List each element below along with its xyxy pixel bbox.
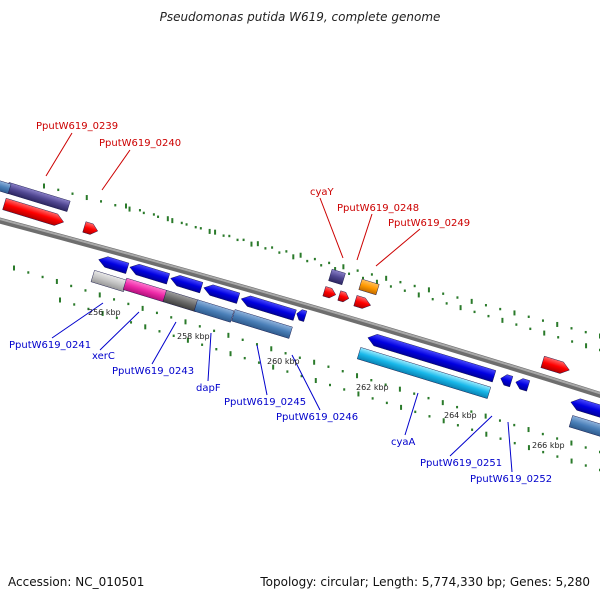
gene-label-PputW619_0251[interactable]: PputW619_0251 — [420, 458, 502, 469]
gene-label-xerC[interactable]: xerC — [92, 351, 115, 362]
gene-PputW619_0252[interactable] — [514, 377, 531, 392]
gene-rev-b[interactable] — [128, 262, 170, 285]
leader-PputW619_0249 — [375, 228, 421, 267]
gene-label-dapF[interactable]: dapF — [196, 383, 221, 394]
leader-PputW619_0243 — [151, 321, 177, 365]
gene-PputW619_0243[interactable] — [162, 290, 200, 312]
kbp-tick-label: 262 kbp — [356, 383, 389, 392]
gene-label-PputW619_0243[interactable]: PputW619_0243 — [112, 366, 194, 377]
leader-cyaA — [404, 392, 419, 436]
gene-PputW619_0248[interactable] — [358, 278, 380, 296]
gene-PputW619_0246[interactable] — [295, 308, 308, 322]
leader-cyaY — [319, 197, 344, 259]
gene-far-blue[interactable] — [569, 396, 600, 420]
accession-text: Accession: NC_010501 — [8, 575, 145, 589]
gene-far-steel[interactable] — [568, 415, 600, 439]
kbp-tick-label: 266 kbp — [532, 441, 565, 450]
gene-label-PputW619_0246[interactable]: PputW619_0246 — [276, 412, 358, 423]
gene-steel-b[interactable] — [231, 309, 293, 339]
genome-backbone — [0, 218, 600, 395]
leader-PputW619_0251 — [449, 415, 493, 457]
kbp-tick-label: 256 kbp — [88, 308, 121, 317]
gene-label-PputW619_0239[interactable]: PputW619_0239 — [36, 121, 118, 132]
gene-label-PputW619_0241[interactable]: PputW619_0241 — [9, 340, 91, 351]
label-leader-lines — [45, 132, 513, 473]
gene-upstream-steel[interactable] — [0, 178, 12, 194]
leader-PputW619_0248 — [356, 213, 373, 261]
genome-stats-text: Topology: circular; Length: 5,774,330 bp… — [260, 575, 590, 589]
gene-label-PputW619_0252[interactable]: PputW619_0252 — [470, 474, 552, 485]
leader-PputW619_0241 — [51, 302, 104, 339]
gene-PputW619_0251[interactable] — [499, 373, 514, 388]
gene-label-cyaA[interactable]: cyaA — [391, 437, 416, 448]
map-title: Pseudomonas putida W619, complete genome — [159, 10, 441, 24]
leader-dapF — [207, 332, 212, 382]
gene-far-red[interactable] — [540, 355, 571, 376]
gene-label-PputW619_0240[interactable]: PputW619_0240 — [99, 138, 181, 149]
leader-xerC — [99, 311, 140, 351]
leader-PputW619_0252 — [507, 421, 513, 473]
genome-backbone-shadow — [0, 217, 600, 398]
gene-red-a[interactable] — [322, 286, 337, 299]
gene-label-cyaY[interactable]: cyaY — [310, 187, 335, 198]
leader-PputW619_0239 — [45, 132, 73, 177]
gene-rev-a[interactable] — [97, 254, 130, 274]
gene-cyaY[interactable] — [328, 268, 346, 286]
gene-PputW619_0245[interactable] — [240, 294, 297, 321]
gene-small-red[interactable] — [82, 221, 100, 237]
leader-PputW619_0245 — [256, 344, 268, 396]
gene-label-PputW619_0248[interactable]: PputW619_0248 — [337, 203, 419, 214]
gene-cyaA-upper[interactable] — [366, 332, 497, 383]
gene-rev-c[interactable] — [169, 273, 204, 294]
gene-rev-d[interactable] — [202, 282, 241, 304]
gene-PputW619_0241[interactable] — [90, 270, 128, 292]
gene-red-b[interactable] — [337, 290, 350, 303]
leader-PputW619_0240 — [101, 149, 131, 191]
gene-PputW619_0240[interactable] — [2, 197, 66, 228]
gene-PputW619_0249[interactable] — [353, 295, 373, 310]
leader-PputW619_0246 — [291, 354, 321, 411]
kbp-tick-label: 264 kbp — [444, 411, 477, 420]
gene-cyaA[interactable] — [356, 347, 492, 399]
kbp-tick-label: 258 kbp — [177, 332, 210, 341]
gene-label-PputW619_0245[interactable]: PputW619_0245 — [224, 397, 306, 408]
kbp-tick-label: 260 kbp — [267, 357, 300, 366]
gene-dapF[interactable] — [193, 299, 235, 323]
gene-label-PputW619_0249[interactable]: PputW619_0249 — [388, 218, 470, 229]
position-dot-tracks — [13, 183, 600, 472]
gene-features — [0, 178, 600, 439]
